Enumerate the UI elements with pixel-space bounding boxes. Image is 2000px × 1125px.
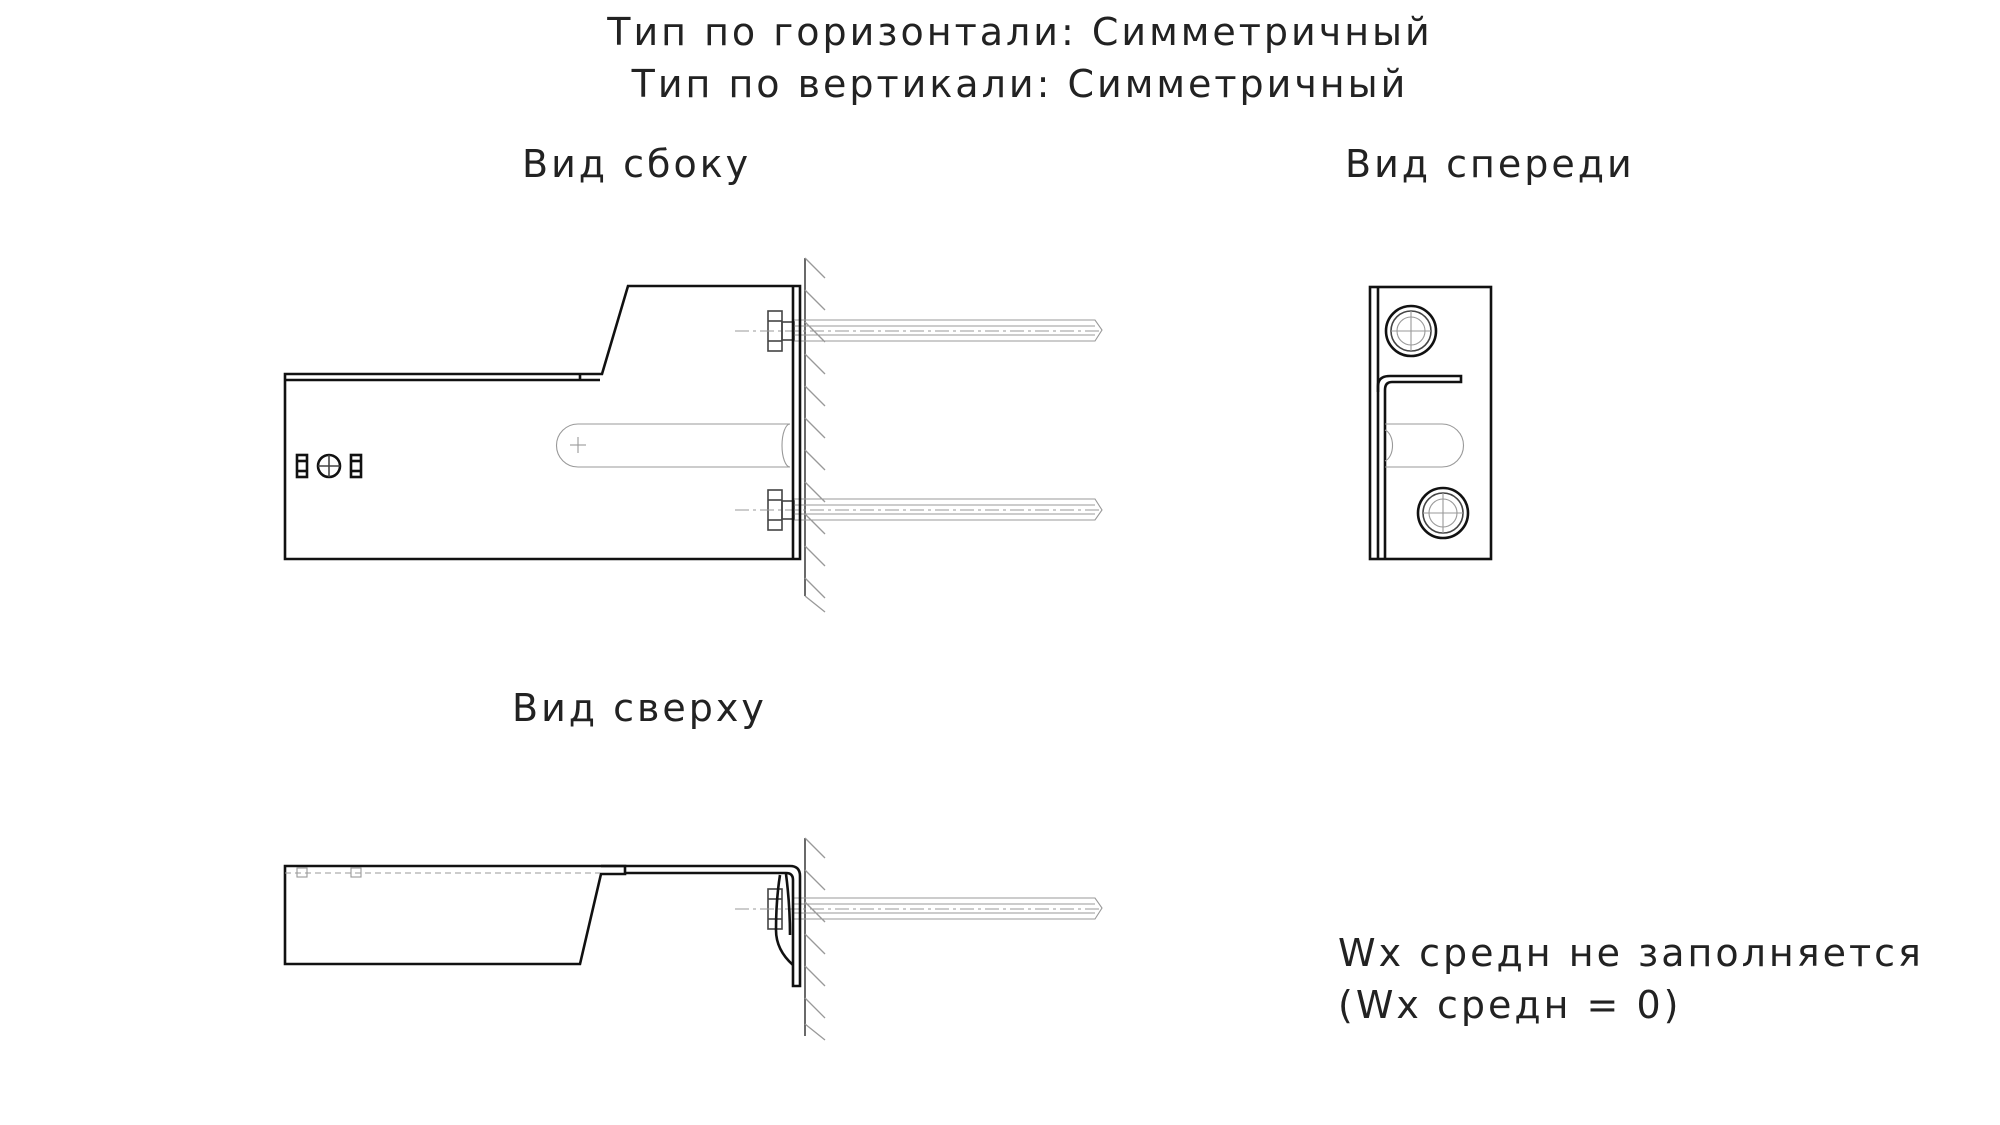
note-line-1: Wx средн не заполняется	[1338, 931, 1924, 975]
front-view-plate	[1368, 285, 1493, 561]
side-view-anchor-lower	[735, 489, 1103, 531]
note-line-2: (Wx средн = 0)	[1338, 983, 1682, 1027]
side-view	[283, 257, 1103, 613]
header-line-1: Тип по горизонтали: Симметричный	[607, 10, 1433, 54]
front-view-label: Вид спереди	[1345, 142, 1635, 186]
side-view-wall	[804, 257, 826, 613]
front-view-anchor-lower	[1416, 486, 1470, 540]
side-view-anchor-upper	[735, 310, 1103, 352]
front-view-anchor-upper	[1384, 304, 1438, 358]
top-view-wall	[804, 837, 826, 1041]
top-view	[283, 837, 1103, 1041]
top-view-bracket	[283, 864, 802, 988]
header-line-2: Тип по вертикали: Симметричный	[631, 62, 1409, 106]
top-view-label: Вид сверху	[512, 686, 767, 730]
side-view-wall-hatching	[804, 257, 826, 613]
side-view-fastener	[295, 453, 363, 479]
side-view-bracket	[283, 284, 802, 561]
side-view-slot	[555, 423, 791, 468]
front-view	[1368, 285, 1493, 561]
top-view-wall-hatching	[804, 837, 826, 1041]
side-view-label: Вид сбоку	[522, 142, 752, 186]
